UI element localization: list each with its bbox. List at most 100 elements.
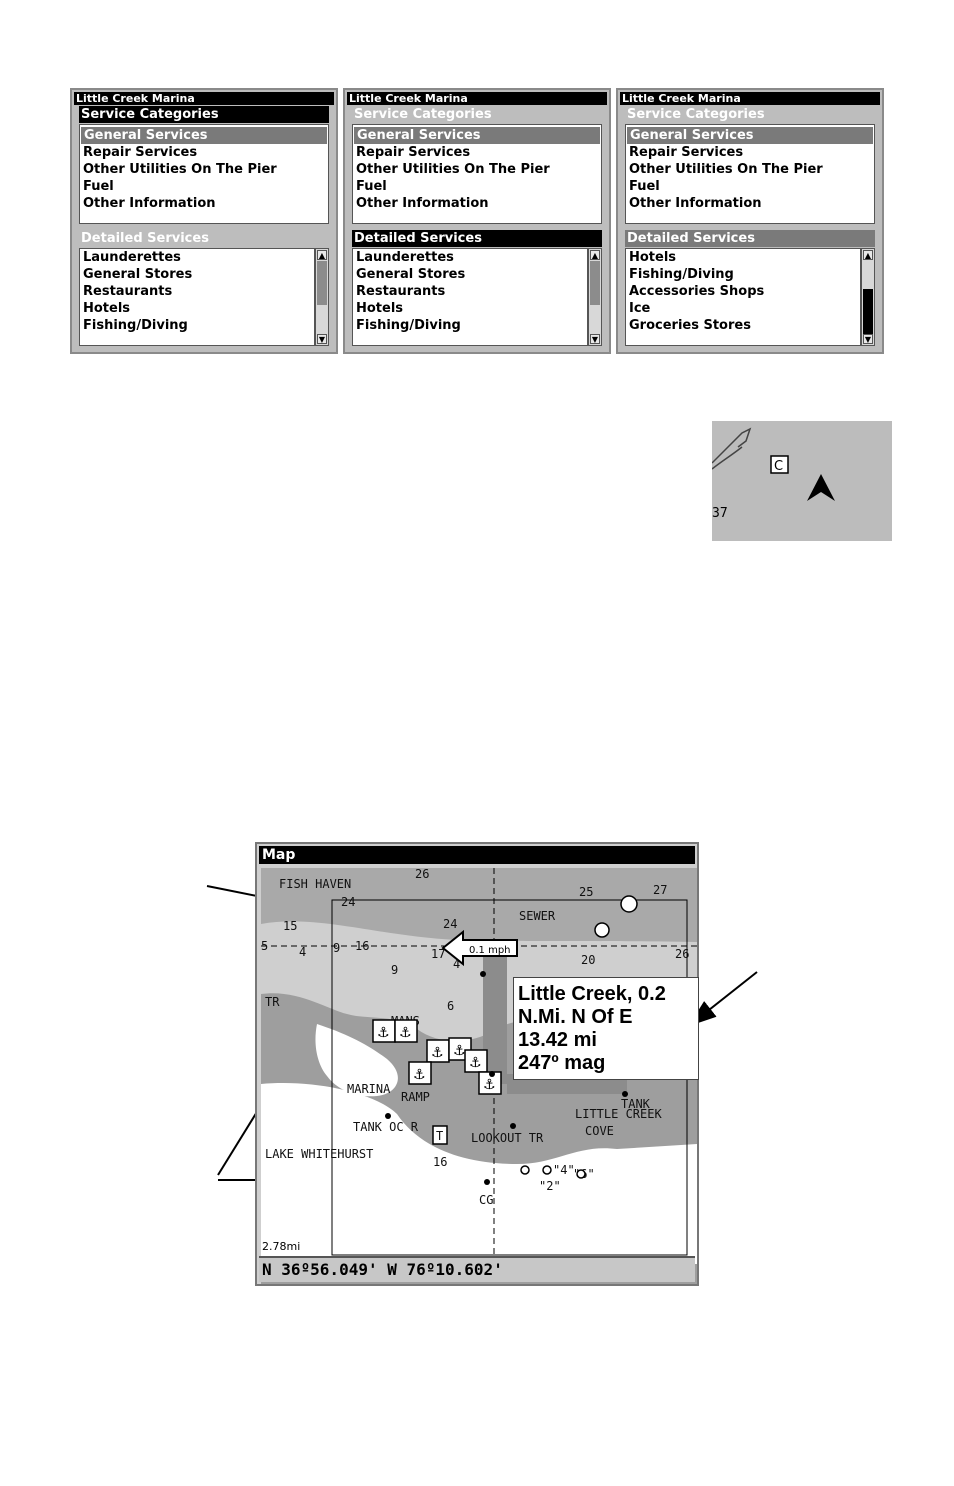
inset-marker-label: C — [774, 459, 783, 474]
popup-line: N.Mi. N Of E — [518, 1006, 633, 1028]
svg-text:⚓: ⚓ — [399, 1025, 412, 1041]
category-other-utilities[interactable]: Other Utilities On The Pier — [83, 162, 277, 177]
label-sewer: SEWER — [519, 909, 556, 923]
svg-text:⚓: ⚓ — [377, 1025, 390, 1041]
scroll-thumb[interactable] — [317, 261, 327, 305]
service-categories-list[interactable]: General Services Repair Services Other U… — [625, 124, 875, 224]
detailed-services-list[interactable]: Launderettes General Stores Restaurants … — [79, 248, 315, 346]
detailed-item[interactable]: Fishing/Diving — [356, 318, 461, 333]
svg-text:⚓: ⚓ — [483, 1077, 496, 1093]
scroll-down-arrow-icon[interactable]: ▼ — [863, 334, 873, 344]
category-other-information[interactable]: Other Information — [629, 196, 762, 211]
category-fuel[interactable]: Fuel — [83, 179, 114, 194]
svg-text:⚓: ⚓ — [469, 1055, 482, 1071]
detailed-item[interactable]: Fishing/Diving — [83, 318, 188, 333]
label-fish-haven: FISH HAVEN — [279, 877, 351, 891]
speed-indicator: 0.1 mph — [441, 929, 518, 967]
label-marker-4: "4" — [553, 1163, 575, 1177]
category-fuel[interactable]: Fuel — [629, 179, 660, 194]
label-marina: MARINA — [347, 1082, 391, 1096]
scroll-up-arrow-icon[interactable]: ▲ — [590, 250, 600, 260]
category-fuel[interactable]: Fuel — [356, 179, 387, 194]
category-general-services[interactable]: General Services — [81, 127, 327, 144]
service-categories-list[interactable]: General Services Repair Services Other U… — [352, 124, 602, 224]
label-tr: TR — [265, 995, 280, 1009]
depth-label: 16 — [355, 939, 369, 953]
scroll-down-arrow-icon[interactable]: ▼ — [317, 334, 327, 344]
scroll-thumb[interactable] — [590, 261, 600, 305]
detailed-item[interactable]: Hotels — [629, 250, 677, 265]
service-categories-header[interactable]: Service Categories — [354, 107, 492, 122]
detailed-item[interactable]: Restaurants — [356, 284, 446, 299]
service-categories-list[interactable]: General Services Repair Services Other U… — [79, 124, 329, 224]
scroll-thumb[interactable] — [863, 289, 873, 335]
detailed-item[interactable]: General Stores — [356, 267, 466, 282]
position-status-bar: N 36º56.049' W 76º10.602' — [259, 1256, 695, 1282]
category-repair-services[interactable]: Repair Services — [83, 145, 198, 160]
detailed-item[interactable]: General Stores — [83, 267, 193, 282]
svg-text:⚓: ⚓ — [431, 1045, 444, 1061]
detailed-item[interactable]: Accessories Shops — [629, 284, 765, 299]
service-categories-header[interactable]: Service Categories — [79, 106, 329, 123]
detailed-scrollbar[interactable]: ▲ ▼ — [588, 248, 602, 346]
depth-label: 9 — [391, 963, 398, 977]
detailed-services-header[interactable]: Detailed Services — [625, 230, 875, 247]
detailed-item[interactable]: Launderettes — [83, 250, 181, 265]
popup-line: 247º mag — [518, 1052, 606, 1074]
category-other-utilities[interactable]: Other Utilities On The Pier — [629, 162, 823, 177]
scroll-up-arrow-icon[interactable]: ▲ — [863, 250, 873, 260]
panel-title: Little Creek Marina — [347, 92, 607, 105]
depth-label: 27 — [653, 883, 667, 897]
detailed-item[interactable]: Fishing/Diving — [629, 267, 734, 282]
inset-chart: C 37 — [712, 427, 835, 521]
label-cove: COVE — [585, 1124, 614, 1138]
marina-panel-1: Little Creek Marina Service Categories G… — [70, 88, 338, 354]
scroll-up-arrow-icon[interactable]: ▲ — [317, 250, 327, 260]
detailed-item[interactable]: Launderettes — [356, 250, 454, 265]
marker-t-box[interactable] — [432, 1125, 448, 1145]
depth-label: 17 — [431, 947, 445, 961]
svg-text:⚓: ⚓ — [453, 1043, 466, 1059]
label-cg: CG — [479, 1193, 493, 1207]
detailed-scrollbar[interactable]: ▲ ▼ — [315, 248, 329, 346]
depth-label: 4 — [299, 945, 306, 959]
inset-depth-label: 37 — [712, 506, 728, 521]
label-marker-2: "2" — [539, 1179, 561, 1193]
category-general-services[interactable]: General Services — [354, 127, 600, 144]
category-general-services[interactable]: General Services — [627, 127, 873, 144]
category-repair-services[interactable]: Repair Services — [356, 145, 471, 160]
speed-label: 0.1 mph — [469, 945, 511, 956]
detailed-scrollbar[interactable]: ▲ ▼ — [861, 248, 875, 346]
detailed-services-header[interactable]: Detailed Services — [81, 231, 209, 246]
detailed-services-list[interactable]: Hotels Fishing/Diving Accessories Shops … — [625, 248, 861, 346]
detailed-item[interactable]: Hotels — [83, 301, 131, 316]
depth-label: 16 — [433, 1155, 447, 1169]
detailed-services-list[interactable]: Launderettes General Stores Restaurants … — [352, 248, 588, 346]
position-inset: C 37 — [712, 421, 892, 541]
panel-title: Little Creek Marina — [74, 92, 334, 105]
label-tank-oc-r: TANK OC R — [353, 1120, 419, 1134]
label-little-creek: LITTLE CREEK — [575, 1107, 662, 1121]
depth-label: 24 — [341, 895, 355, 909]
label-lake-whitehurst: LAKE WHITEHURST — [265, 1147, 373, 1161]
depth-label: 26 — [415, 867, 429, 881]
service-categories-header[interactable]: Service Categories — [627, 107, 765, 122]
detailed-item[interactable]: Groceries Stores — [629, 318, 751, 333]
position-arrow-icon — [807, 474, 835, 501]
label-tank: TANK — [621, 1097, 651, 1111]
depth-label: 5 — [261, 939, 268, 953]
category-other-information[interactable]: Other Information — [83, 196, 216, 211]
detailed-services-header[interactable]: Detailed Services — [352, 230, 602, 247]
category-repair-services[interactable]: Repair Services — [629, 145, 744, 160]
anchor-icons: ⚓ ⚓ ⚓ ⚓ ⚓ ⚓ ⚓ — [377, 1025, 496, 1093]
detailed-item[interactable]: Restaurants — [83, 284, 173, 299]
detailed-item[interactable]: Hotels — [356, 301, 404, 316]
marina-service-icons[interactable] — [372, 1019, 502, 1095]
popup-line: Little Creek, 0.2 — [518, 983, 666, 1005]
depth-label: 20 — [581, 953, 595, 967]
scroll-down-arrow-icon[interactable]: ▼ — [590, 334, 600, 344]
popup-line: 13.42 mi — [518, 1029, 597, 1051]
category-other-utilities[interactable]: Other Utilities On The Pier — [356, 162, 550, 177]
category-other-information[interactable]: Other Information — [356, 196, 489, 211]
detailed-item[interactable]: Ice — [629, 301, 651, 316]
